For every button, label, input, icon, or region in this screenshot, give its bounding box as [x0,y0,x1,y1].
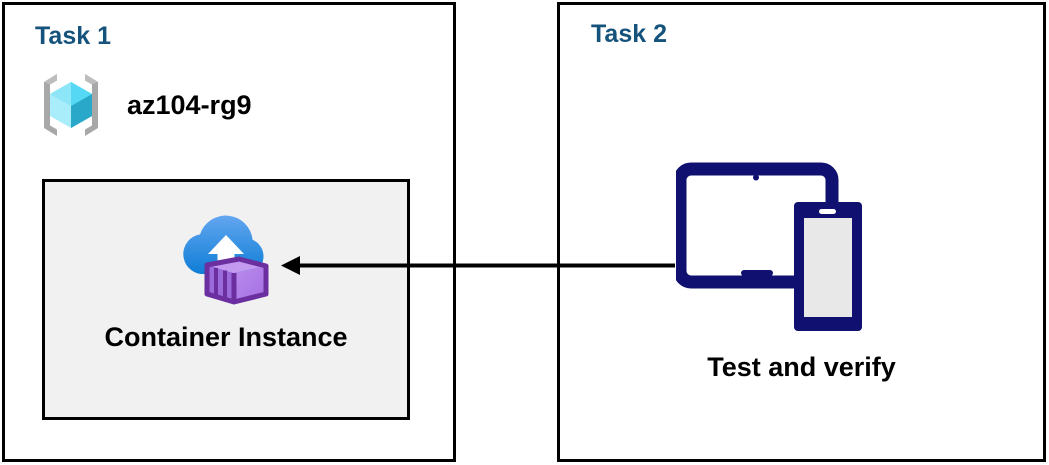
container-instance-label: Container Instance [104,322,348,352]
azure-resource-group-icon [44,74,98,136]
resource-group-label: az104-rg9 [127,89,252,120]
test-and-verify-label: Test and verify [707,352,896,382]
panel-task-2-title: Task 2 [591,20,667,48]
devices-tablet-phone-icon [676,162,862,331]
panel-task-1-title: Task 1 [35,22,111,50]
panel-task-1: Task 1 az104-rg9 [2,2,456,462]
azure-container-instance-icon [183,215,269,305]
resource-group-row: az104-rg9 [33,67,252,143]
container-instance-box: Container Instance [42,179,410,420]
